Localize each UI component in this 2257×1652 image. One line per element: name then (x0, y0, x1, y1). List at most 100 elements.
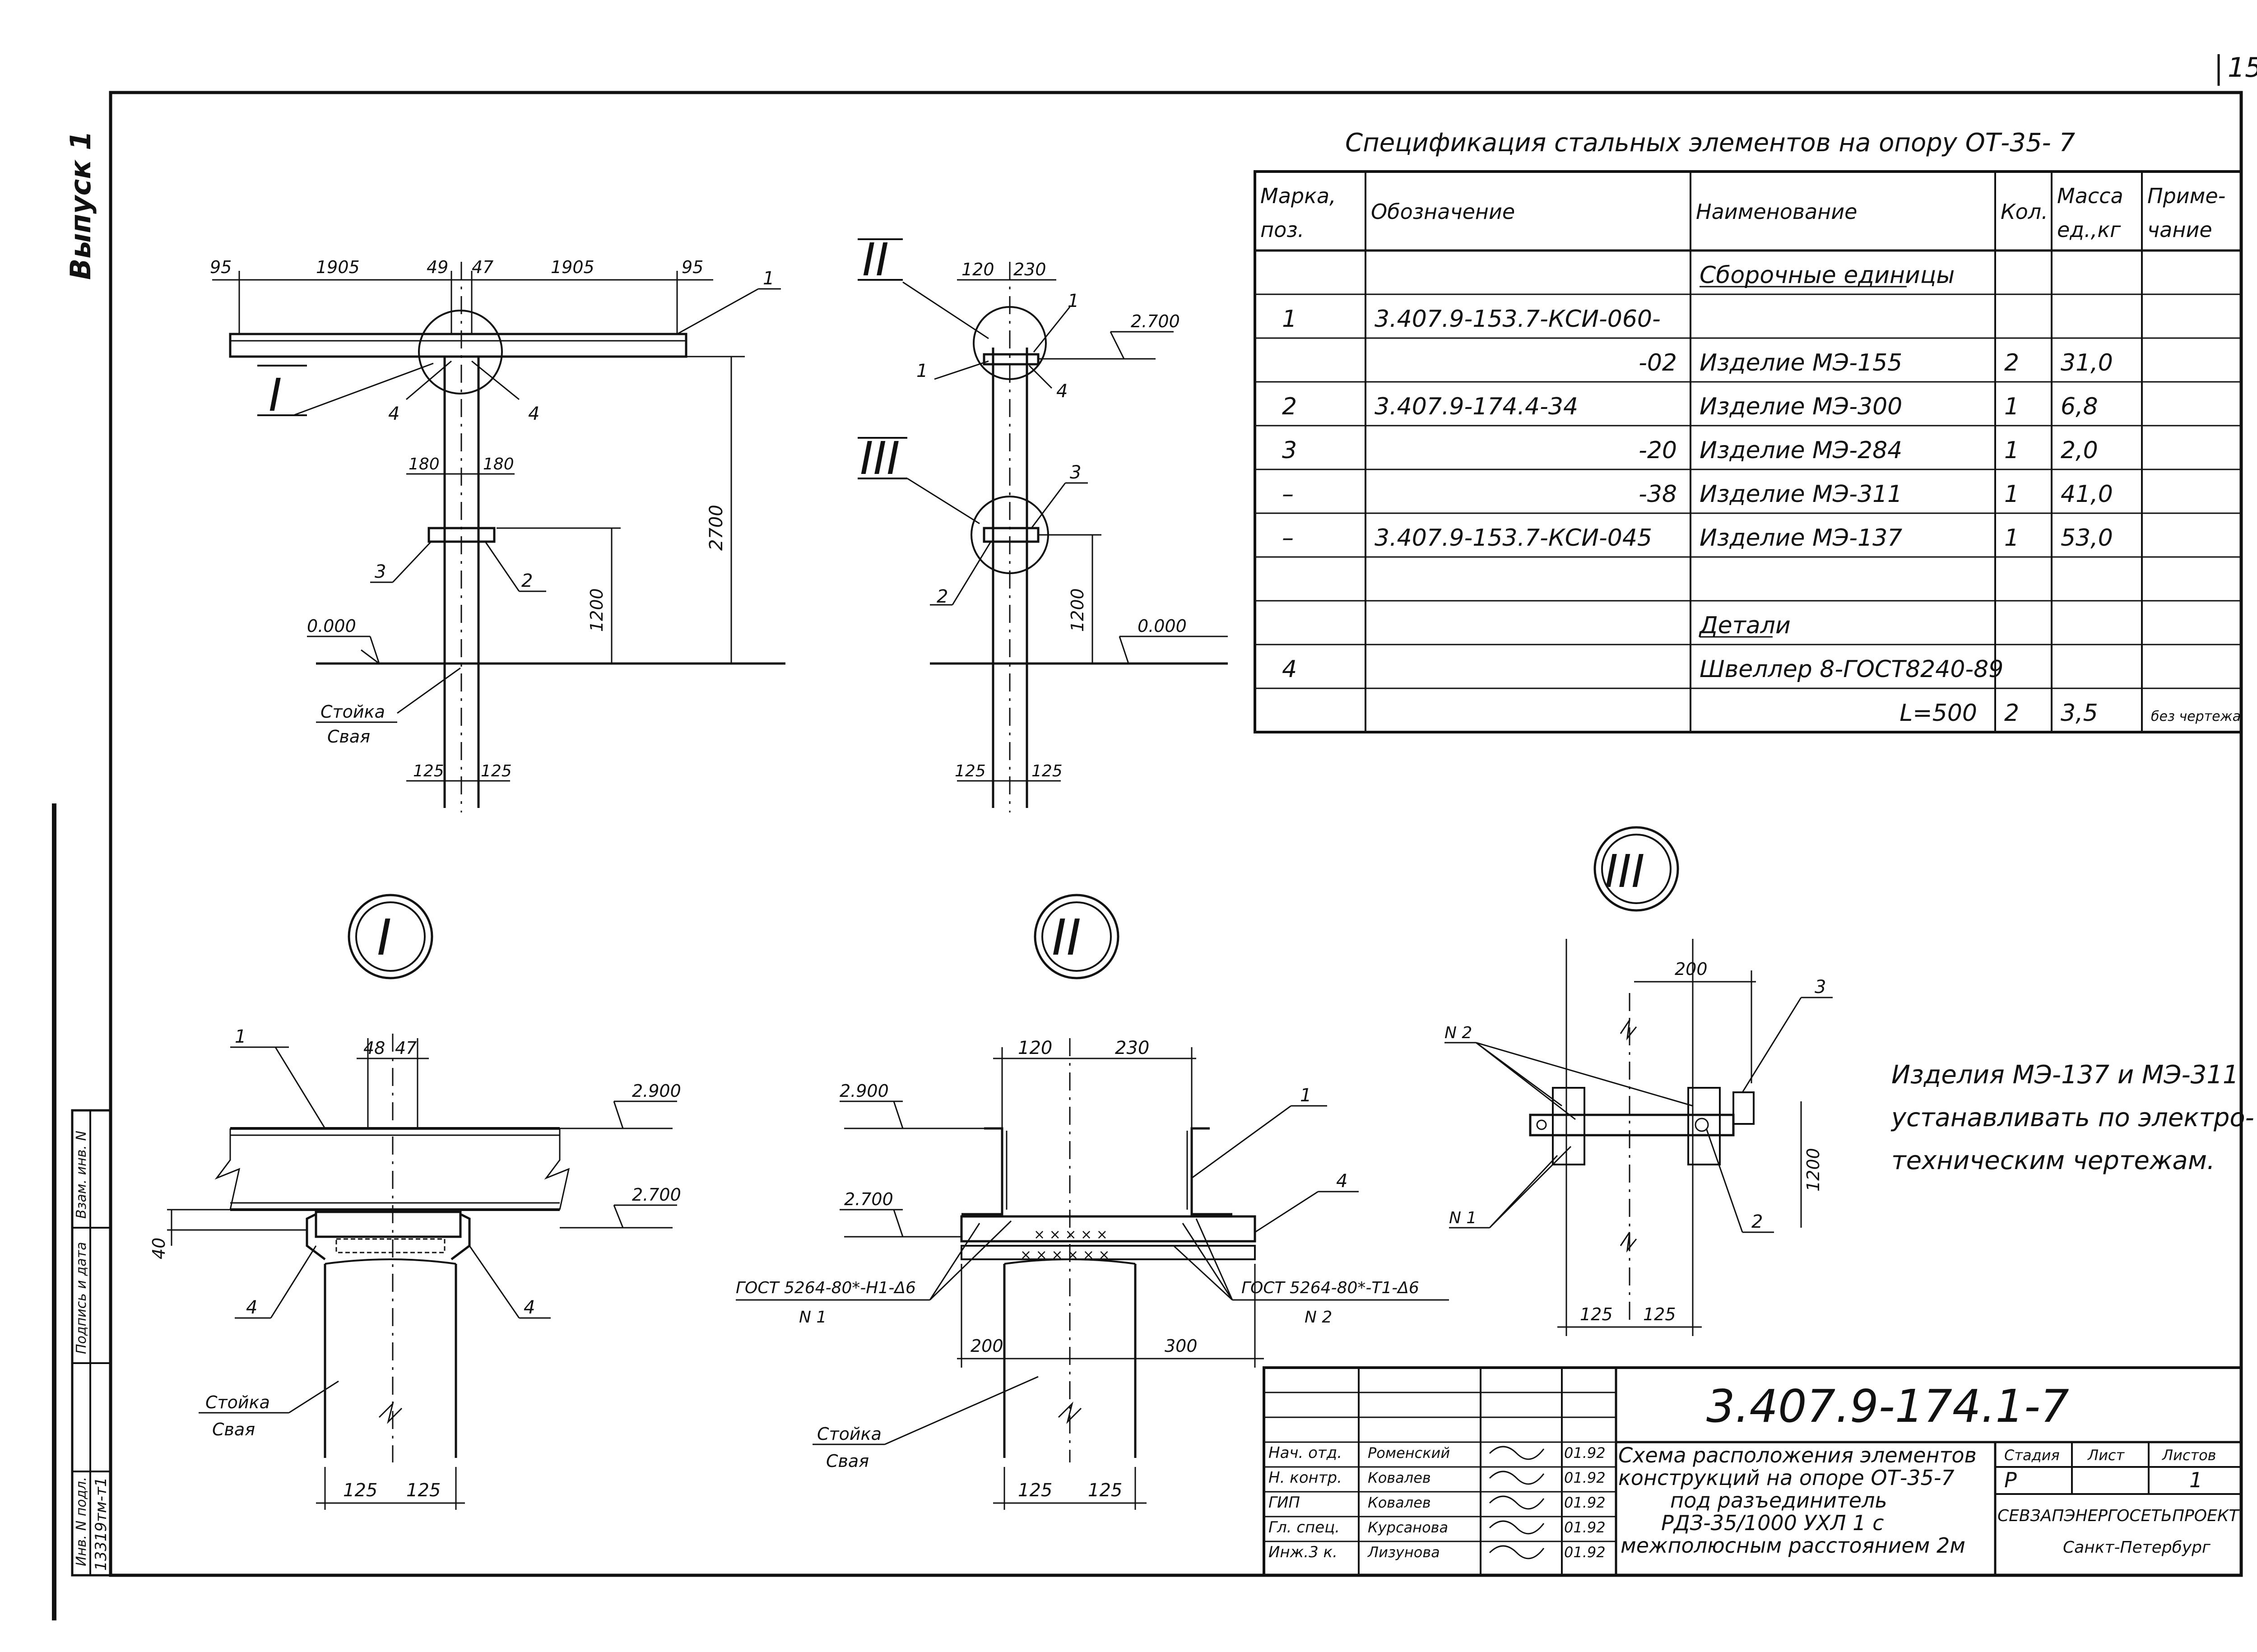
detail-I-roman: I (377, 909, 391, 966)
detail-II-post-label-2: Свая (826, 1451, 869, 1471)
side-label-2: 2 (937, 586, 948, 607)
margin-field-2: Подпись и дата (74, 1242, 89, 1355)
stamp-title-1: Схема расположения элементов (1618, 1443, 1977, 1467)
detail-I-label-1: 1 (235, 1026, 246, 1047)
detail-III-label-2: 2 (1751, 1211, 1763, 1232)
spec-cell-5-designation: -38 (1639, 481, 1677, 508)
spec-cell-3-qty: 1 (2004, 393, 2019, 420)
main-height-1200: 1200 (587, 588, 607, 632)
spec-header-qty-0: Кол. (2001, 200, 2048, 224)
main-dim-95-left: 95 (210, 257, 232, 277)
detail-II-label-4: 4 (1336, 1171, 1347, 1192)
stamp-date-2: 01.92 (1564, 1494, 1606, 1511)
signature-2 (1489, 1495, 1545, 1510)
spec-cell-2-name: Изделие МЭ-155 (1700, 349, 1902, 376)
detail-II-weld-left-mark: N 1 (799, 1308, 827, 1327)
spec-cell-6-qty: 1 (2004, 524, 2019, 552)
side-label-3: 3 (1070, 462, 1081, 483)
spec-cell-4-name: Изделие МЭ-284 (1700, 437, 1902, 464)
main-height-2700: 2700 (706, 505, 727, 551)
spec-cell-2-qty: 2 (2004, 349, 2019, 376)
detail-I-label-4-right: 4 (524, 1297, 535, 1318)
spec-cell-9-name: Швеллер 8-ГОСТ8240-89 (1700, 656, 2003, 683)
spec-header-name-0: Наименование (1696, 200, 1857, 224)
inventory-number: 13319тм-т1 (92, 1477, 110, 1571)
detail-III-height-1200: 1200 (1803, 1148, 1823, 1192)
detail-II-dim-125-left: 125 (1018, 1480, 1052, 1501)
side-label-1-left: 1 (916, 361, 928, 381)
stamp-date-4: 01.92 (1564, 1544, 1606, 1561)
main-label-1: 1 (763, 268, 774, 289)
spec-cell-10-note: без чертежа (2151, 709, 2241, 724)
main-dim-180-right: 180 (483, 455, 514, 473)
main-post-label-1: Стойка (320, 702, 385, 722)
spec-header-mass-0: Масса (2057, 184, 2123, 208)
main-dim-125-left: 125 (413, 762, 444, 780)
stamp-date-0: 01.92 (1564, 1444, 1606, 1462)
sheets-label: Листов (2162, 1447, 2216, 1464)
drawing-frame (109, 91, 2243, 1577)
detail-II-weld-right-mark: N 2 (1305, 1308, 1332, 1327)
spec-cell-8-name: Детали (1699, 612, 1791, 639)
detail-III-roman: III (1605, 845, 1644, 898)
detail-II-level-2700: 2.700 (844, 1189, 893, 1209)
city: Санкт-Петербург (2063, 1538, 2211, 1557)
side-callout-III: III (860, 432, 900, 485)
stamp-name-4: Лизунова (1367, 1544, 1440, 1561)
detail-III-label-3: 3 (1815, 977, 1826, 998)
main-dim-95-right: 95 (682, 257, 703, 277)
spec-header-note-1: чание (2147, 218, 2212, 242)
detail-I-dim-125-left: 125 (343, 1480, 377, 1501)
spec-header-note-0: Приме- (2147, 184, 2225, 208)
side-view: 120 230 II III 1 1 4 3 2 2.700 1200 (858, 233, 1228, 812)
spec-cell-6-designation: 3.407.9-153.7-КСИ-045 (1375, 524, 1652, 552)
stamp-name-3: Курсанова (1368, 1519, 1448, 1536)
main-post-label-2: Свая (327, 727, 370, 747)
stamp-role-1: Н. контр. (1268, 1469, 1342, 1487)
installation-note: Изделия МЭ-137 и МЭ-311 устанавливать по… (1890, 1060, 2254, 1175)
detail-I-post-label-1: Стойка (205, 1392, 270, 1412)
main-dim-49: 49 (427, 257, 448, 277)
main-label-4-right: 4 (528, 404, 539, 424)
detail-III-dim-200: 200 (1675, 959, 1708, 979)
spec-cell-2-mass: 31,0 (2061, 349, 2113, 376)
weld-marks-upper: × × × × × (1034, 1227, 1108, 1243)
spec-cell-1-designation: 3.407.9-153.7-КСИ-060- (1375, 306, 1661, 333)
detail-III-mark-N1: N 1 (1449, 1209, 1477, 1227)
spec-cell-0-name: Сборочные единицы (1700, 262, 1955, 289)
main-label-3: 3 (375, 561, 386, 582)
main-dim-47: 47 (472, 257, 493, 277)
stage-label: Стадия (2004, 1447, 2060, 1464)
spec-cell-3-mark: 2 (1282, 393, 1297, 420)
spec-cell-4-mark: 3 (1282, 437, 1297, 464)
detail-II-dim-200: 200 (971, 1336, 1003, 1356)
side-level-2700: 2.700 (1131, 311, 1180, 331)
stamp-name-1: Ковалев (1368, 1469, 1431, 1486)
side-height-1200: 1200 (1068, 588, 1087, 632)
detail-II-weld-right: ГОСТ 5264-80*-Т1-Δ6 (1241, 1279, 1419, 1297)
main-label-2: 2 (521, 571, 533, 591)
main-level-0: 0.000 (307, 616, 356, 636)
drawing-code: 3.407.9-174.1-7 (1706, 1380, 2069, 1433)
detail-II-level-2900: 2.900 (840, 1081, 889, 1101)
spec-header-designation-0: Обозначение (1371, 200, 1515, 224)
spec-cell-3-designation: 3.407.9-174.4-34 (1375, 393, 1578, 420)
side-level-0: 0.000 (1138, 616, 1187, 636)
detail-II-roman: II (1052, 909, 1081, 966)
stamp-role-3: Гл. спец. (1268, 1518, 1340, 1536)
detail-II-dim-120: 120 (1018, 1038, 1052, 1058)
main-dim-180-left: 180 (409, 455, 440, 473)
side-callout-II: II (862, 233, 889, 286)
spec-cell-10-mass: 3,5 (2061, 700, 2098, 727)
spec-header-mass-1: ед.,кг (2057, 218, 2121, 242)
organization: СЕВЗАПЭНЕРГОСЕТЬПРОЕКТ (1997, 1507, 2240, 1525)
page-number: 15 (2228, 52, 2257, 84)
spec-cell-5-qty: 1 (2004, 481, 2019, 508)
stage-value: Р (2004, 1468, 2017, 1492)
signature-4 (1489, 1545, 1545, 1559)
main-dim-125-right: 125 (481, 762, 512, 780)
spec-cell-4-designation: -20 (1639, 437, 1677, 464)
sheet-label: Лист (2087, 1447, 2125, 1464)
detail-III-mark-N2: N 2 (1444, 1024, 1472, 1042)
